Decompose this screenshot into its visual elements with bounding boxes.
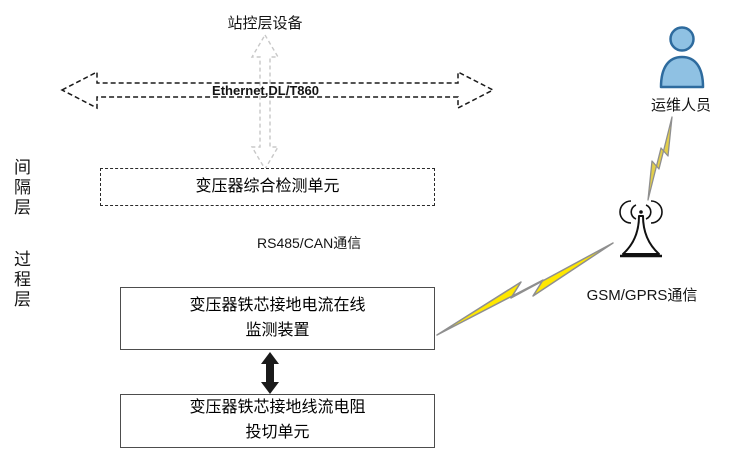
process-layer-label: 过程层 bbox=[11, 250, 30, 310]
ethernet-bus-arrow-icon bbox=[60, 70, 495, 110]
person-icon bbox=[659, 26, 705, 89]
switch-unit-box: 变压器铁芯接地线流电阻 投切单元 bbox=[120, 394, 435, 448]
station-layer-label: 站控层设备 bbox=[227, 15, 303, 32]
detection-unit-label: 变压器综合检测单元 bbox=[195, 177, 340, 195]
person-head bbox=[669, 26, 695, 52]
bay-layer-label: 间隔层 bbox=[11, 158, 30, 218]
monitor-device-label-line2: 监测装置 bbox=[245, 321, 310, 339]
antenna-wave-left-inner bbox=[630, 204, 637, 220]
rs485-comm-label: RS485/CAN通信 bbox=[257, 235, 362, 251]
antenna-wave-left-outer bbox=[619, 200, 632, 224]
monitor-device-label-line1: 变压器铁芯接地电流在线 bbox=[189, 296, 366, 314]
person-body bbox=[659, 55, 705, 89]
monitor-device-box: 变压器铁芯接地电流在线 监测装置 bbox=[120, 287, 435, 350]
updown-arrow-icon bbox=[261, 352, 279, 394]
switch-unit-label-line2: 投切单元 bbox=[245, 424, 310, 441]
person-lightning-bolt-icon bbox=[647, 116, 673, 201]
person-lightning-shape bbox=[647, 116, 673, 201]
gsm-lightning-shape bbox=[436, 242, 614, 336]
ethernet-bus-label: Ethernet,DL/T860 bbox=[212, 83, 319, 98]
antenna-dot bbox=[639, 210, 643, 214]
gsm-comm-label: GSM/GPRS通信 bbox=[586, 287, 698, 304]
antenna-wave-right-outer bbox=[650, 200, 663, 224]
bus-arrow-outline bbox=[60, 70, 495, 110]
antenna-wave-right-inner bbox=[645, 204, 652, 220]
detection-unit-box: 变压器综合检测单元 bbox=[100, 168, 435, 206]
gsm-lightning-bolt-icon bbox=[436, 242, 614, 336]
switch-unit-label-line1: 变压器铁芯接地线流电阻 bbox=[189, 399, 366, 417]
antenna-icon bbox=[619, 200, 663, 258]
antenna-horn bbox=[622, 215, 660, 255]
person-label: 运维人员 bbox=[650, 97, 711, 114]
updown-arrow-shape bbox=[261, 352, 279, 394]
